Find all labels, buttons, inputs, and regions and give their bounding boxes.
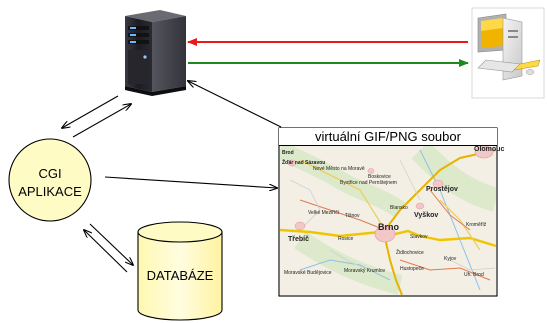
map-place-moravsky-krumlov: Moravský Krumlov <box>344 268 386 274</box>
map-place-kromeriz: Kroměříž <box>466 222 487 228</box>
map-place-tisnov: Tišnov <box>345 213 360 219</box>
map-place-olomouc: Olomouc <box>474 146 505 153</box>
desktop-computer-icon <box>471 7 545 99</box>
map-place-zidlochovice: Židlochovice <box>396 250 424 256</box>
cgi-app-label-line2: APLIKACE <box>18 184 82 199</box>
map-image <box>278 127 498 297</box>
map-to-server-arrow <box>188 81 282 128</box>
server-to-cgi-arrow <box>62 95 119 128</box>
db-to-cgi-arrow <box>84 230 128 273</box>
map-place-kyjov: Kyjov <box>444 256 457 262</box>
map-place-velke-mezirici: Velké Meziříčí <box>308 210 340 216</box>
map-place-blansko: Blansko <box>390 205 408 211</box>
cgi-to-server-arrow <box>72 104 131 138</box>
map-place-slavkov: Slavkov <box>410 234 428 240</box>
map-caption: virtuální GIF/PNG soubor <box>279 128 497 146</box>
map-place-bystrice: Bystřice nad Pernštejnem <box>340 180 397 186</box>
map-place-nove-mesto: Nové Město na Moravě <box>313 166 365 172</box>
map-place-zdar: Žďár nad Sázavou <box>282 160 326 166</box>
cgi-app-node <box>8 138 92 222</box>
map-place-rosice: Rosice <box>338 236 354 242</box>
cgi-to-db-arrow <box>89 223 133 265</box>
server-tower-icon <box>125 10 186 96</box>
map-place-vyskov: Vyškov <box>414 212 439 219</box>
database-label: DATABÁZE <box>146 268 214 283</box>
cgi-app-label-line1: CGI <box>38 166 62 181</box>
map-place-moravske-budejovice: Moravské Budějovice <box>284 270 332 276</box>
database-cylinder <box>137 221 223 321</box>
map-place-brod: Brod <box>282 150 294 156</box>
map-place-prostejov: Prostějov <box>426 186 458 193</box>
map-place-brno: Brno <box>378 222 399 232</box>
map-place-boskovice: Boskovice <box>368 174 391 180</box>
map-place-uhersky-brod: Uh. Brod <box>464 272 484 278</box>
cgi-app-label: CGI APLIKACE <box>10 165 90 201</box>
cgi-to-map-arrow <box>104 176 277 188</box>
map-place-hustopece: Hustopeče <box>400 266 424 272</box>
map-place-trebic: Třebíč <box>288 236 310 243</box>
